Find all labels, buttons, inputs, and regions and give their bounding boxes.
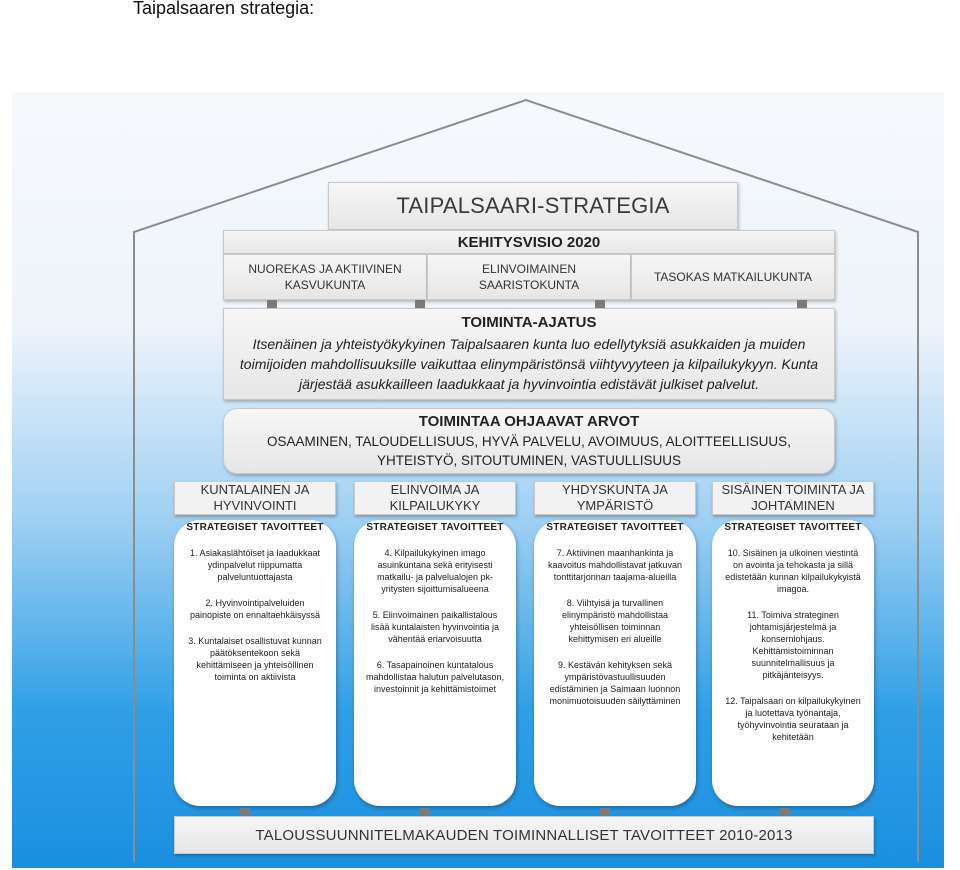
goal-11: 11. Toimiva strateginen johtamisjärjeste… xyxy=(747,610,839,680)
connector xyxy=(780,808,790,816)
values-text: OSAAMINEN, TALOUDELLISUUS, HYVÄ PALVELU,… xyxy=(267,433,791,468)
pillar-heading-3: YHDYSKUNTA JA YMPÄRISTÖ xyxy=(534,481,696,515)
connector xyxy=(595,300,605,308)
goal-10: 10. Sisäinen ja ulkoinen viestintä on av… xyxy=(725,548,861,594)
mission-text: Itsenäinen ja yhteistyökykyinen Taipalsa… xyxy=(239,336,819,392)
pillar-heading-2: ELINVOIMA JA KILPAILUKYKY xyxy=(354,481,516,515)
connector xyxy=(420,808,430,816)
strategy-house-diagram: TAIPALSAARI-STRATEGIA KEHITYSVISIO 2020 … xyxy=(12,92,944,868)
goals-card-3: STRATEGISET TAVOITTEET 7. Aktiivinen maa… xyxy=(534,520,696,806)
connector xyxy=(415,300,425,308)
goals-heading: STRATEGISET TAVOITTEET xyxy=(186,522,324,533)
connector xyxy=(240,808,250,816)
goal-2: 2. Hyvinvointipalveluiden painopiste on … xyxy=(189,598,321,620)
goals-card-4: STRATEGISET TAVOITTEET 10. Sisäinen ja u… xyxy=(712,520,874,806)
connector xyxy=(797,300,807,308)
values-heading: TOIMINTAA OHJAAVAT ARVOT xyxy=(418,412,640,430)
vision-item-2: ELINVOIMAINEN SAARISTOKUNTA xyxy=(427,254,631,300)
mission-box: TOIMINTA-AJATUS Itsenäinen ja yhteistyök… xyxy=(223,308,835,400)
goals-heading: STRATEGISET TAVOITTEET xyxy=(546,522,684,533)
vision-heading: KEHITYSVISIO 2020 xyxy=(223,230,835,254)
vision-item-3: TASOKAS MATKAILUKUNTA xyxy=(631,254,835,300)
goal-8: 8. Viihtyisä ja turvallinen elinympärist… xyxy=(561,598,669,644)
connector xyxy=(600,808,610,816)
values-box: TOIMINTAA OHJAAVAT ARVOT OSAAMINEN, TALO… xyxy=(223,408,835,474)
goals-heading: STRATEGISET TAVOITTEET xyxy=(724,522,862,533)
pillar-heading-1: KUNTALAINEN JA HYVINVOINTI xyxy=(174,481,336,515)
house-outline xyxy=(133,98,919,862)
goals-card-2: STRATEGISET TAVOITTEET 4. Kilpailukykyin… xyxy=(354,520,516,806)
goal-7: 7. Aktiivinen maanhankinta ja kaavoitus … xyxy=(547,548,683,582)
goal-5: 5. Elinvoimainen paikallistalous lisää k… xyxy=(370,610,500,644)
strategy-title: TAIPALSAARI-STRATEGIA xyxy=(328,182,738,230)
caption: Taipalsaaren strategia: xyxy=(133,0,315,18)
mission-heading: TOIMINTA-AJATUS xyxy=(461,314,597,331)
goals-heading: STRATEGISET TAVOITTEET xyxy=(366,522,504,533)
goal-12: 12. Taipalsaari on kilpailukykyinen ja l… xyxy=(725,696,861,742)
goal-6: 6. Tasapainoinen kuntatalous mahdollista… xyxy=(365,660,505,694)
goal-4: 4. Kilpailukykyinen imago asuinkuntana s… xyxy=(376,548,494,594)
connector xyxy=(267,300,277,308)
pillar-heading-4: SISÄINEN TOIMINTA JA JOHTAMINEN xyxy=(712,481,874,515)
goal-9: 9. Kestävän kehityksen sekä ympäristövas… xyxy=(549,660,681,706)
goal-3: 3. Kuntalaiset osallistuvat kunnan päätö… xyxy=(188,636,322,682)
goals-card-1: STRATEGISET TAVOITTEET 1. Asiakaslähtöis… xyxy=(174,520,336,806)
goal-1: 1. Asiakaslähtöiset ja laadukkaat ydinpa… xyxy=(189,548,321,582)
vision-item-1: NUOREKAS JA AKTIIVINEN KASVUKUNTA xyxy=(223,254,427,300)
operational-goals-banner: TALOUSSUUNNITELMAKAUDEN TOIMINNALLISET T… xyxy=(174,816,874,854)
